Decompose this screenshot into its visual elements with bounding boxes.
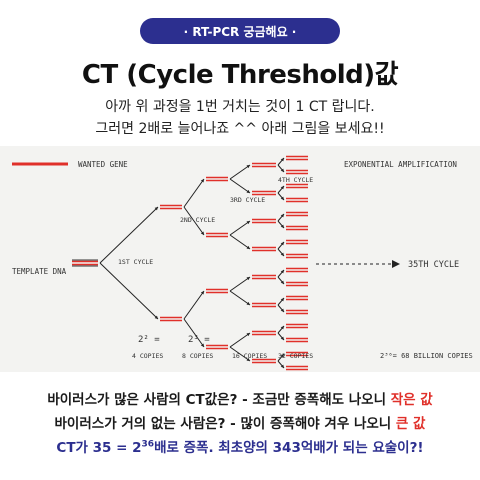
arrow-c3-0-head xyxy=(246,165,250,169)
arrow-c4-7-head xyxy=(280,252,284,256)
summary-line-1: 바이러스가 많은 사람의 CT값은? - 조금만 증폭해도 나오니 작은 값 xyxy=(0,388,480,408)
arrow-c2-1 xyxy=(183,206,205,236)
formula-35-copies: 2³⁶= 68 BILLION COPIES xyxy=(380,352,473,360)
arrow-c2-2 xyxy=(183,290,205,320)
arrow-c1-1 xyxy=(99,262,159,320)
arrow-c4-10-head xyxy=(280,298,284,302)
diagram-legend: WANTED GENE xyxy=(12,160,128,169)
formula-2-squared: 2² = xyxy=(138,335,160,345)
arrow-c4-15-head xyxy=(280,364,284,368)
arrow-c3-4-head xyxy=(246,277,250,281)
arrow-c1-1-head xyxy=(154,315,158,319)
arrow-c4-2-head xyxy=(280,186,284,190)
small-value-highlight: 작은 값 xyxy=(390,392,433,408)
arrow-c3-7-head xyxy=(246,357,250,361)
arrow-c1-0 xyxy=(99,206,159,264)
arrow-c2-1-head xyxy=(200,231,204,235)
cycle-3-label: 3RD CYCLE xyxy=(230,196,265,204)
amplification-tree xyxy=(72,155,308,371)
summary-1-text: 바이러스가 많은 사람의 CT값은? - 조금만 증폭해도 나오니 xyxy=(47,392,391,408)
summary-3-pre: CT가 35 = 2 xyxy=(56,440,142,456)
summary-3-exponent: 36 xyxy=(141,439,155,450)
arrow-c3-7 xyxy=(229,346,251,362)
arrow-c3-0 xyxy=(229,164,251,180)
cycle-1-label: 1ST CYCLE xyxy=(118,258,153,266)
arrow-c1-0-head xyxy=(154,207,158,211)
cycle-35-label: 35TH CYCLE xyxy=(408,260,459,270)
copies-16: 16 COPIES xyxy=(232,352,267,360)
arrow-c2-2-head xyxy=(200,291,204,295)
arrow-c4-0-head xyxy=(280,158,284,162)
arrow-c3-5 xyxy=(229,290,251,306)
arrow-c3-2 xyxy=(229,220,251,236)
arrow-c4-8-head xyxy=(280,270,284,274)
arrow-c3-1 xyxy=(229,178,251,194)
exponential-label: EXPONENTIAL AMPLIFICATION xyxy=(344,160,457,169)
arrow-c4-12-head xyxy=(280,326,284,330)
summary-line-2: 바이러스가 거의 없는 사람은? - 많이 증폭해야 겨우 나오니 큰 값 xyxy=(0,412,480,432)
cycle-2-label: 2ND CYCLE xyxy=(180,216,215,224)
pcr-amplification-diagram: WANTED GENE EXPONENTIAL AMPLIFICATION TE… xyxy=(0,146,480,372)
arrow-c2-3 xyxy=(183,318,205,348)
arrow-c3-3 xyxy=(229,234,251,250)
summary-2-text: 바이러스가 거의 없는 사람은? - 많이 증폭해야 겨우 나오니 xyxy=(54,416,396,432)
formula-2-cubed: 2³ = xyxy=(188,335,210,345)
arrow-c4-14-head xyxy=(280,354,284,358)
copies-32: 32 COPIES xyxy=(278,352,313,360)
arrow-c3-3-head xyxy=(246,245,250,249)
arrow-c4-11-head xyxy=(280,308,284,312)
arrow-c4-5-head xyxy=(280,224,284,228)
arrow-c4-1-head xyxy=(280,168,284,172)
arrow-c4-4-head xyxy=(280,214,284,218)
arrow-c2-0 xyxy=(183,178,205,208)
intro-line-1: 아까 위 과정을 1번 거치는 것이 1 CT 랍니다. xyxy=(105,99,375,115)
page-title: CT (Cycle Threshold)값 xyxy=(81,60,399,90)
legend-label: WANTED GENE xyxy=(78,160,128,169)
arrow-c2-3-head xyxy=(200,343,204,347)
intro-line-2: 그러면 2배로 늘어나죠 ^^ 아래 그림을 보세요!! xyxy=(95,121,385,137)
arrow-c3-2-head xyxy=(246,221,250,225)
summary-line-3: CT가 35 = 236배로 증폭. 최초양의 343억배가 되는 요술이?! xyxy=(0,436,480,457)
arrow-c3-1-head xyxy=(246,189,250,193)
template-dna-label: TEMPLATE DNA xyxy=(12,267,67,276)
arrow-c4-6-head xyxy=(280,242,284,246)
arrow-c3-6 xyxy=(229,332,251,348)
topic-badge: · RT-PCR 궁금해요 · xyxy=(140,18,340,44)
arrow-c4-9-head xyxy=(280,280,284,284)
arrow-c4-3-head xyxy=(280,196,284,200)
cycle-4-label: 4TH CYCLE xyxy=(278,176,313,184)
dotted-arrow-to-35 xyxy=(316,260,400,268)
summary-3-post: 배로 증폭. 최초양의 343억배가 되는 요술이?! xyxy=(154,440,424,456)
large-value-highlight: 큰 값 xyxy=(395,416,426,432)
arrow-c3-6-head xyxy=(246,333,250,337)
copies-8: 8 COPIES xyxy=(182,352,213,360)
arrow-c3-4 xyxy=(229,276,251,292)
copies-4: 4 COPIES xyxy=(132,352,163,360)
arrow-c4-13-head xyxy=(280,336,284,340)
arrow-c2-0-head xyxy=(200,179,204,183)
arrow-c3-5-head xyxy=(246,301,250,305)
diagram-background xyxy=(0,146,480,372)
